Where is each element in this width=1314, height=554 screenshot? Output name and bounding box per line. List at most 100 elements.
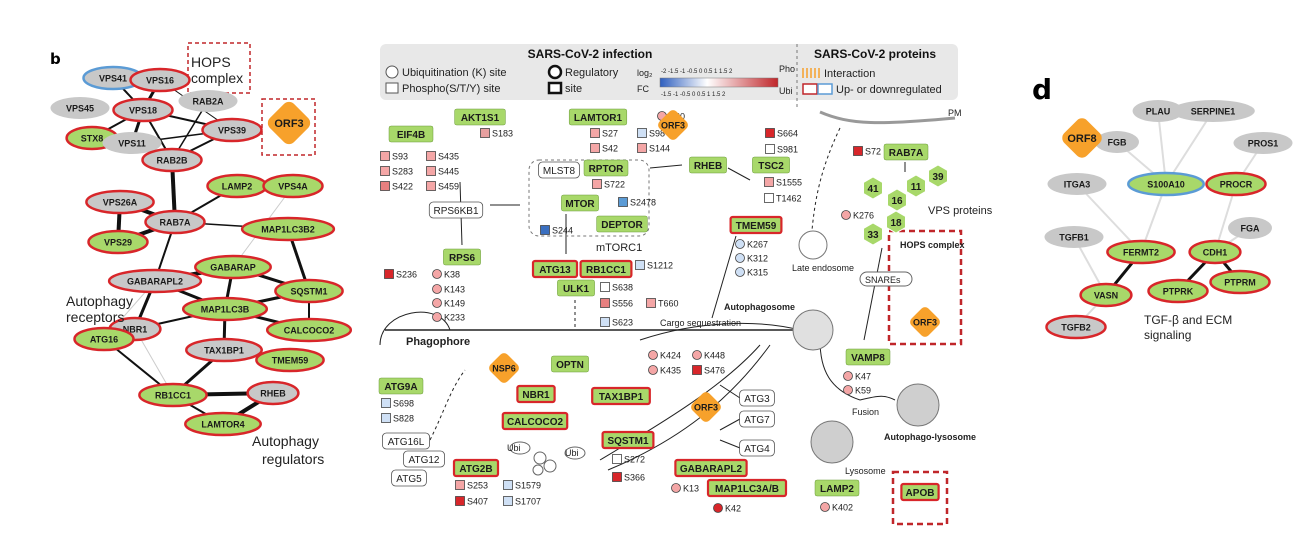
c-vps-hex-16: 16 [887,188,907,212]
c-apob-box [891,470,949,526]
b-hops-label-1: HOPS [191,54,231,70]
c-box-tax1bp1: TAX1BP1 [591,386,651,406]
c-site-label: S98 [649,129,665,139]
b-node-label: VPS29 [104,238,132,248]
c-box-label: RB1CC1 [586,265,626,276]
d-node-fga: FGA [1228,217,1272,239]
c-site-s244: S244 [540,225,573,236]
c-site-s722: S722 [592,179,625,190]
late-endosome-circle [798,230,828,260]
c-site-label: S253 [467,481,488,491]
c-site-k149: K149 [432,298,465,309]
b-node-label: VPS41 [99,74,127,84]
c-site-s1212: S1212 [635,260,673,271]
c-viral-nsp6-1: NSP6 [489,353,519,383]
leg-pho: Pho [779,64,795,74]
c-site-label: S27 [602,129,618,139]
b-orf3-label: ORF3 [274,118,303,130]
c-box-atg2b: ATG2B [452,458,500,478]
c-box-label: ATG9A [384,382,417,393]
d-node-serpine1: SERPINE1 [1171,100,1255,122]
c-whitebox-label: ATG16L [388,437,425,448]
c-box-label: RHEB [694,161,722,172]
b-node-vps11: VPS11 [102,132,162,154]
c-site-label: K13 [683,484,699,494]
c-whitebox-atg4: ATG4 [739,439,775,457]
d-node-plau: PLAU [1132,100,1184,122]
c-viral-label: NSP6 [492,364,516,374]
b-node-label: RHEB [260,389,286,399]
label-fusion: Fusion [852,407,879,417]
d-node-ptprk: PTPRK [1147,278,1209,304]
c-site-label: T660 [658,299,679,309]
c-site-label: S698 [393,399,414,409]
label-ubi-1: Ubi [507,443,521,453]
c-site-label: K402 [832,503,853,513]
c-site-t660: T660 [646,298,679,309]
b-node-label: VPS16 [146,76,174,86]
b-node-label: VPS39 [218,126,246,136]
b-receptors-2: receptors [66,309,124,325]
c-labels: PM mTORC1 Late endosome VPS proteins HOP… [406,108,993,476]
d-node-label: VASN [1094,291,1118,301]
b-node-atg16: ATG16 [73,326,135,352]
leg-scale-top: -2 -1.5 -1 -0.5 0 0.5 1 1.5 2 [661,69,733,75]
d-node-label: ITGA3 [1064,180,1091,190]
c-box-atg13: ATG13 [531,259,579,279]
c-site-s98: S98 [637,128,665,139]
c-site-label: S72 [865,147,881,157]
c-site-label: K315 [747,268,768,278]
label-mtorc1: mTORC1 [596,242,642,254]
c-site-label: K312 [747,254,768,264]
c-site-s183: S183 [480,128,513,139]
c-site-s27: S27 [590,128,618,139]
c-box-label: ULK1 [563,284,590,295]
c-vps-hex-label: 39 [932,172,944,183]
b-node-calcoco2: CALCOCO2 [265,317,353,343]
c-box-rptor: RPTOR [583,159,629,177]
c-site-label: S283 [392,167,413,177]
c-site-label: S828 [393,414,414,424]
c-site-label: K47 [855,372,871,382]
c-box-label: ATG2B [459,464,492,475]
d-node-label: PTPRK [1163,287,1194,297]
leg-site: site [565,83,582,95]
c-site-s272: S272 [612,454,645,465]
c-box-label: SQSTM1 [607,436,649,447]
c-whitebox-atg7: ATG7 [739,410,775,428]
b-node-vps29: VPS29 [87,229,149,255]
d-orf8-node: ORF8 [1062,118,1102,158]
autophagosome-circle [792,309,834,351]
c-site-label: K233 [444,313,465,323]
c-viral-label: ORF3 [913,318,937,328]
b-node-lamtor4: LAMTOR4 [184,411,262,437]
label-lysosome: Lysosome [845,466,886,476]
c-site-label: K149 [444,299,465,309]
d-node-label: FGB [1108,138,1127,148]
c-box-label: TSC2 [758,161,784,172]
c-site-label: S422 [392,182,413,192]
b-node-label: RB1CC1 [155,391,191,401]
leg-reg: Regulatory [565,67,619,79]
d-node-label: PROCR [1220,180,1253,190]
c-site-s981: S981 [765,144,798,155]
b-hops-label-2: complex [191,70,243,86]
c-site-s366: S366 [612,472,645,483]
c-box-optn: OPTN [551,355,589,373]
c-vps-hex-33: 33 [863,222,883,246]
c-site-k448: K448 [692,350,725,361]
c-box-rb1cc1: RB1CC1 [579,259,633,279]
c-whitebox-mlst8: MLST8 [538,161,580,179]
c-site-k435: K435 [648,365,681,376]
d-node-label: FERMT2 [1123,248,1159,258]
c-site-label: S272 [624,455,645,465]
c-site-k315: K315 [735,267,768,278]
leg-ubi2: Ubi [779,86,793,96]
c-box-deptor: DEPTOR [596,215,648,233]
d-orf8-label: ORF8 [1067,133,1096,145]
d-node-ptprm: PTPRM [1209,269,1271,295]
c-whitebox-label: MLST8 [543,166,576,177]
c-box-calcoco2: CALCOCO2 [501,411,569,431]
